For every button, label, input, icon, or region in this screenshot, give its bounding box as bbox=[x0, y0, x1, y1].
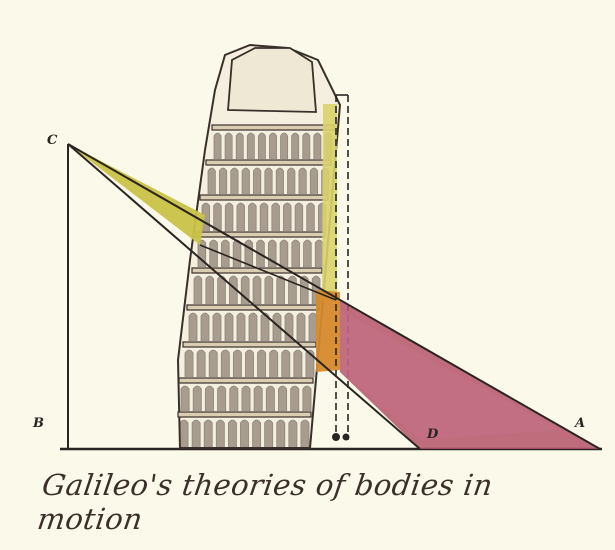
yellow-strip bbox=[322, 104, 337, 300]
point-label-b: B bbox=[33, 416, 44, 431]
point-label-a: A bbox=[575, 416, 585, 431]
point-label-d: D bbox=[427, 427, 438, 442]
falling-ball-left bbox=[332, 433, 340, 441]
caption: Galileo's theories of bodies in motion bbox=[35, 468, 605, 536]
falling-ball-right bbox=[343, 434, 350, 441]
yellow-wedge bbox=[68, 144, 205, 245]
point-label-c: C bbox=[47, 133, 57, 148]
